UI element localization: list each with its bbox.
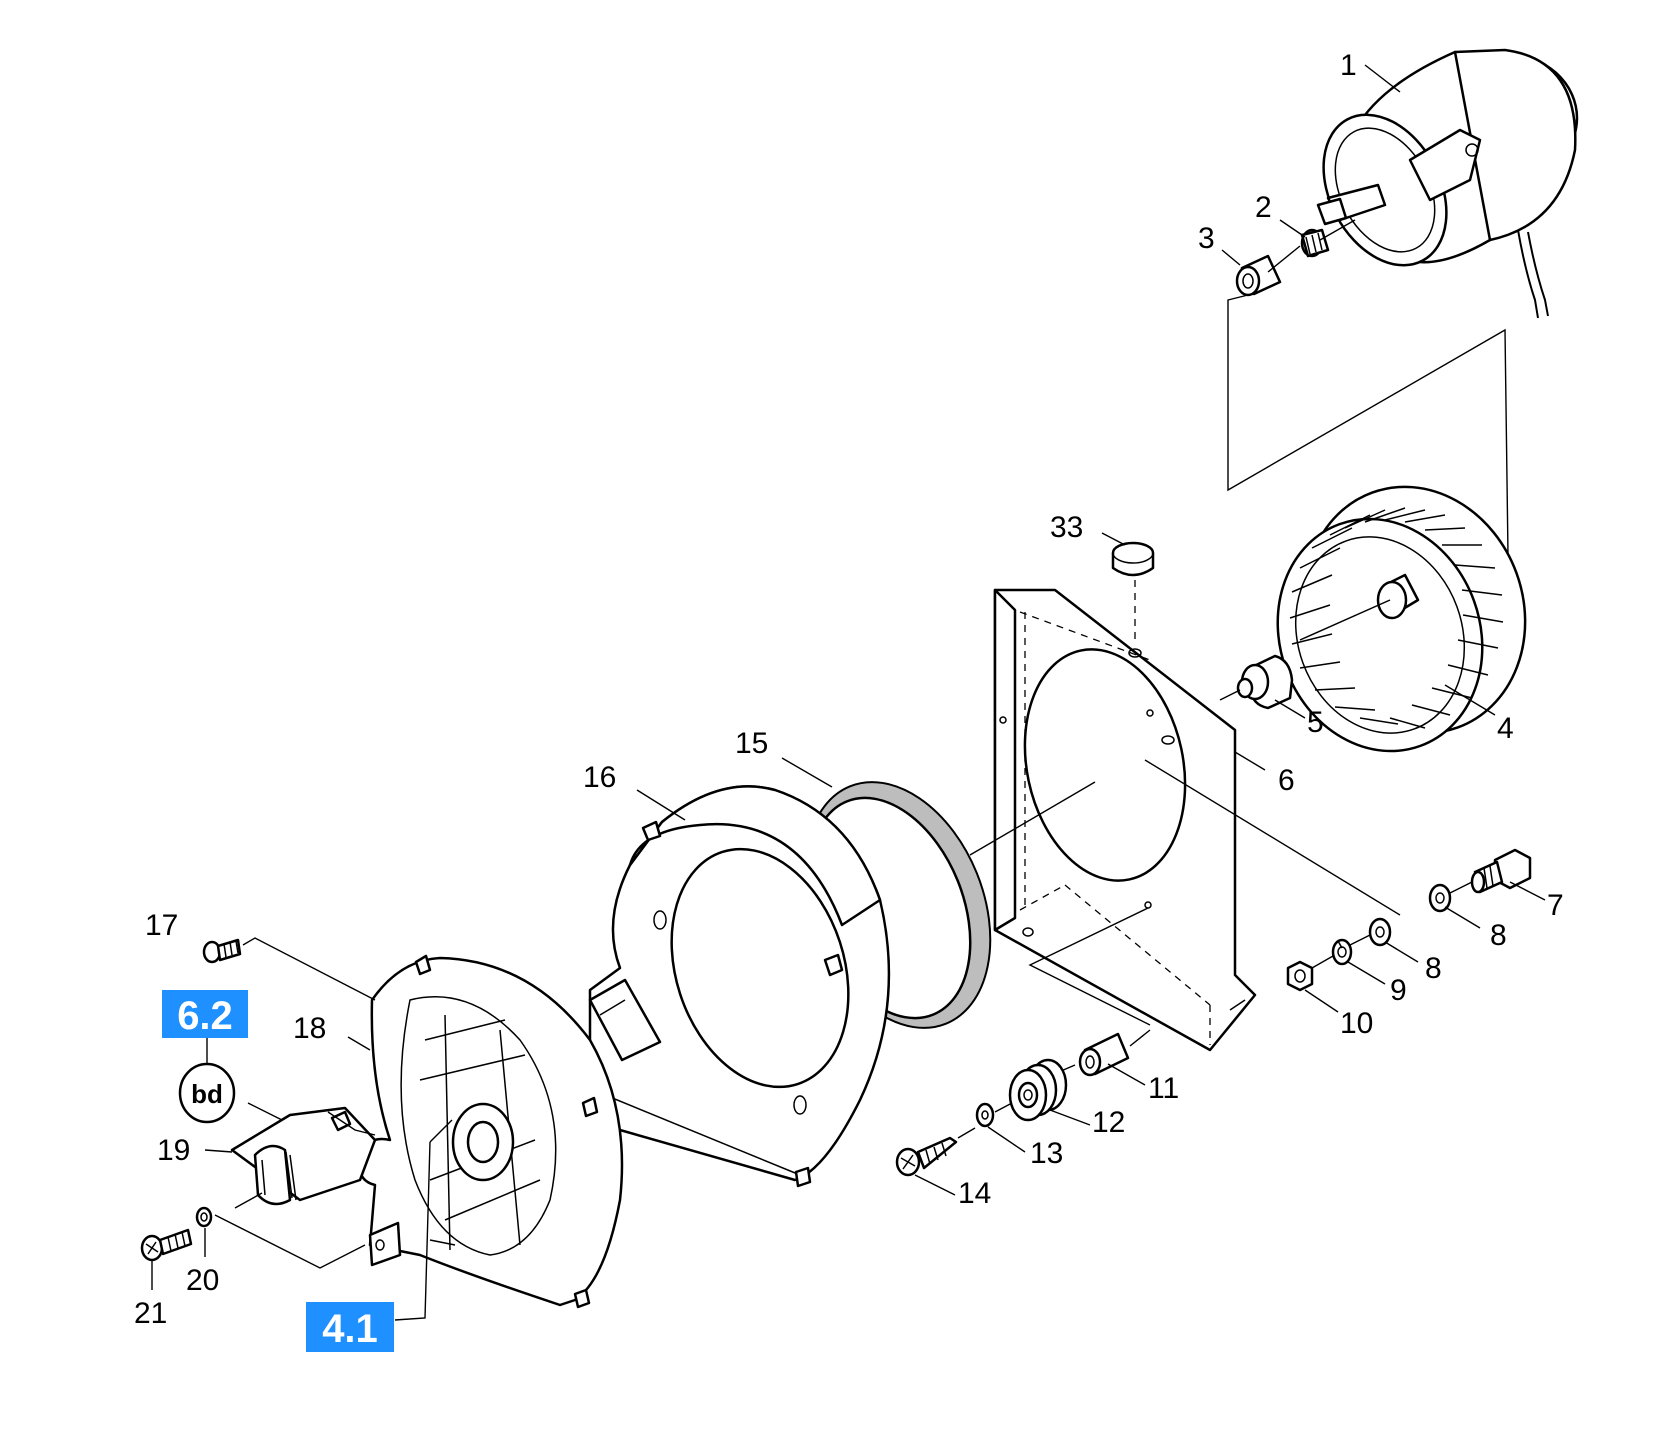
callout-4: 4 (1497, 712, 1514, 745)
motor-part (1316, 48, 1579, 319)
bushing-11-part (1078, 1032, 1130, 1077)
screw-21-part (140, 1228, 193, 1262)
coupling-part (1300, 228, 1330, 258)
washer-8b-part (1368, 917, 1392, 947)
washer-13-part (975, 1102, 995, 1128)
cover-plate-part (230, 1106, 377, 1206)
callout-15: 15 (735, 727, 768, 760)
reference-badge-4-1[interactable]: 4.1 (306, 1302, 394, 1352)
callout-18: 18 (293, 1012, 326, 1045)
lock-washer-9-part (1331, 938, 1353, 966)
callout-1: 1 (1340, 49, 1357, 82)
callout-3: 3 (1198, 222, 1215, 255)
plug-part (1111, 541, 1155, 577)
washer-20-part (195, 1206, 213, 1228)
screw-17-part (202, 938, 242, 964)
callout-8b: 8 (1425, 952, 1442, 985)
callout-11: 11 (1148, 1072, 1179, 1105)
fan-blades (1289, 507, 1504, 729)
sleeve-part (1235, 254, 1282, 297)
callout-21: 21 (134, 1297, 167, 1330)
fan-wheel-part (1276, 485, 1527, 753)
bolt-7-part (1470, 848, 1532, 894)
callout-14: 14 (958, 1177, 991, 1210)
callout-16: 16 (583, 761, 616, 794)
hub-part (1236, 654, 1294, 710)
callout-10: 10 (1340, 1007, 1373, 1040)
callout-6: 6 (1278, 764, 1295, 797)
housing-panel-part (993, 588, 1257, 1052)
callout-9: 9 (1390, 974, 1407, 1007)
nut-10-part (1286, 960, 1314, 992)
reference-4-1-text: 4.1 (322, 1307, 378, 1351)
callout-19: 19 (157, 1134, 190, 1167)
reference-badge-6-2[interactable]: 6.2 (162, 990, 248, 1038)
callout-2: 2 (1255, 191, 1272, 224)
callout-5: 5 (1307, 706, 1324, 739)
callout-20: 20 (186, 1264, 219, 1297)
reference-6-2-text: 6.2 (177, 994, 233, 1038)
callout-17: 17 (145, 909, 178, 942)
callout-33: 33 (1050, 511, 1083, 544)
screw-14-part (895, 1136, 958, 1177)
fan-shroud-part (588, 785, 891, 1188)
callout-8a: 8 (1490, 919, 1507, 952)
callout-13: 13 (1030, 1137, 1063, 1170)
callout-7: 7 (1547, 889, 1564, 922)
grommet-12-part (1008, 1058, 1068, 1122)
front-cover-part (357, 954, 624, 1309)
washer-8a-part (1428, 883, 1452, 913)
callout-12: 12 (1092, 1106, 1125, 1139)
bd-decal: bd (178, 1062, 236, 1124)
bd-decal-text: bd (191, 1079, 223, 1109)
